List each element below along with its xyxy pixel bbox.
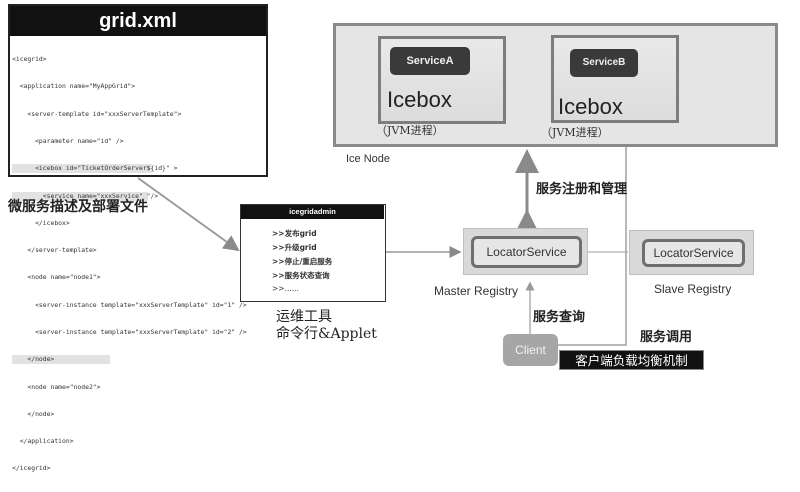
master-locator-service: LocatorService [471, 236, 582, 268]
slave-registry-caption: Slave Registry [654, 282, 732, 296]
code-line: </server-template> [12, 246, 97, 255]
load-balance-label: 客户端负载均衡机制 [559, 350, 704, 370]
xml-caption: 微服务描述及部署文件 [8, 199, 148, 215]
icebox-b: ServiceB Icebox [551, 35, 679, 123]
code-line: <server-instance template="xxxServerTemp… [12, 328, 247, 336]
icebox-b-process: （JVM进程） [541, 126, 609, 139]
icebox-b-label: Icebox [558, 94, 623, 119]
service-b-pill: ServiceB [570, 49, 638, 77]
code-line: <icebox id="TicketOrderServer${id}" > [12, 164, 178, 174]
code-line: <node name="node1"> [12, 273, 101, 282]
arrow-xml-to-admin [137, 177, 240, 252]
icegridadmin-title: icegridadmin [241, 205, 384, 219]
admin-item-more: >>...... [272, 284, 299, 293]
grid-xml-panel: grid.xml <icegrid> <application name="My… [8, 4, 268, 472]
client-box: Client [503, 334, 558, 366]
slave-locator-service: LocatorService [642, 239, 745, 267]
admin-item-stop-restart: >>停止/重启服务 [272, 257, 333, 266]
code-line: </icegrid> [12, 464, 51, 473]
code-line: </application> [12, 437, 74, 446]
master-registry-caption: Master Registry [434, 284, 519, 298]
ice-node-box: ServiceA Icebox （JVM进程） ServiceB Icebox … [333, 23, 778, 147]
admin-caption-line1: 运维工具 [276, 309, 332, 325]
register-manage-label: 服务注册和管理 [536, 182, 628, 197]
icebox-a-label: Icebox [387, 87, 452, 112]
connectors [137, 68, 631, 346]
code-line: </node> [12, 409, 55, 418]
master-registry-box: LocatorService [463, 228, 588, 275]
admin-item-publish: >>发布grid [272, 229, 317, 238]
admin-item-status: >>服务状态查询 [272, 271, 330, 280]
code-line: <server-instance template="xxxServerTemp… [12, 300, 247, 309]
code-line: <application name="MyAppGrid"> [12, 82, 136, 91]
service-query-label: 服务查询 [533, 310, 586, 325]
arrow-client-to-serviceB [558, 68, 631, 346]
service-a-pill: ServiceA [390, 47, 470, 75]
code-line: </node> [12, 355, 110, 365]
code-line: <server-template id="xxxServerTemplate"> [12, 109, 182, 118]
icegridadmin-box: icegridadmin >>发布grid >>升级grid >>停止/重启服务… [240, 204, 386, 302]
admin-caption-line2: 命令行&Applet [276, 326, 377, 342]
code-line: <icegrid> [12, 55, 47, 64]
grid-xml-title: grid.xml [10, 6, 266, 36]
code-line: <parameter name="id" /> [12, 137, 124, 146]
code-line: </icebox> [12, 218, 70, 227]
service-invoke-label: 服务调用 [640, 330, 693, 345]
admin-item-upgrade: >>升级grid [272, 243, 317, 252]
icebox-a: ServiceA Icebox [378, 36, 506, 124]
code-line: <service name="xxxService" "/> [12, 191, 159, 201]
ice-node-label: Ice Node [346, 153, 391, 165]
code-line: <node name="node2"> [12, 382, 101, 391]
grid-xml-code: <icegrid> <application name="MyAppGrid">… [12, 37, 266, 492]
icebox-a-process: （JVM进程） [376, 124, 444, 137]
slave-registry-box: LocatorService [629, 230, 754, 275]
